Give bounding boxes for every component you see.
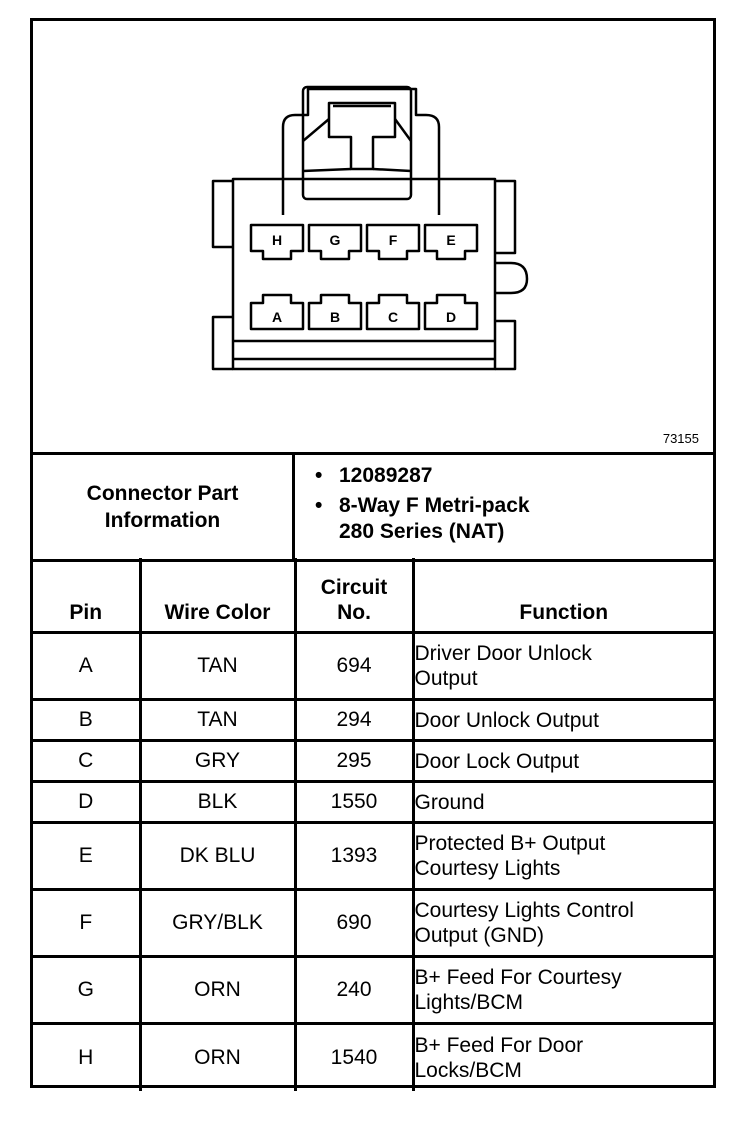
part-number: 12089287: [339, 464, 433, 487]
cavity-label-b: B: [330, 309, 340, 325]
cpi-label-line1: Connector Part: [86, 482, 239, 505]
cavity-label-c: C: [388, 309, 398, 325]
header-wire-color: Wire Color: [138, 558, 297, 634]
circuit-cell: 690: [293, 888, 415, 958]
right-ear: [495, 179, 517, 255]
circuit-cell: 295: [293, 739, 415, 783]
pin-cell: E: [33, 821, 142, 891]
connector-part-info-label: Connector Part Information: [33, 455, 295, 559]
function-line1: B+ Feed For Door: [414, 1033, 584, 1057]
wire-color-cell: ORN: [138, 1022, 297, 1091]
left-ear: [211, 179, 233, 249]
function-cell: Door Unlock Output: [411, 698, 713, 742]
connector-face-view: H G F E A B C D 73155: [33, 21, 713, 455]
pin-cell: F: [33, 888, 142, 958]
pin-cell: H: [33, 1022, 142, 1091]
connector-housing: [231, 177, 497, 371]
circuit-cell: 694: [293, 631, 415, 701]
function-line1: Courtesy Lights Control: [414, 899, 634, 922]
function-line2: Courtesy Lights: [414, 857, 561, 880]
connector-type-line1: 8-Way F Metri-pack: [339, 494, 530, 517]
header-pin: Pin: [33, 558, 142, 634]
cavity-label-d: D: [446, 309, 456, 325]
function-line1: Door Lock Output: [414, 749, 580, 773]
cavity-label-f: F: [389, 232, 398, 248]
pin-cell: C: [33, 739, 142, 783]
circuit-cell: 1393: [293, 821, 415, 891]
cavity-label-a: A: [272, 309, 282, 325]
wire-color-cell: TAN: [138, 631, 297, 701]
wire-color-cell: GRY: [138, 739, 297, 783]
cavity-label-g: G: [330, 232, 341, 248]
latch-window: [327, 101, 397, 171]
figure-number: 73155: [662, 431, 699, 446]
wire-color-cell: ORN: [138, 955, 297, 1025]
top-cavity-row: [249, 223, 479, 261]
left-ear-lower: [211, 315, 233, 371]
pin-cell: D: [33, 780, 142, 824]
function-line2: Lights/BCM: [414, 991, 524, 1014]
connector-drawing: H G F E A B C D: [211, 85, 529, 371]
function-line1: Driver Door Unlock: [414, 642, 592, 665]
circuit-cell: 294: [293, 698, 415, 742]
connector-part-info: Connector Part Information •12089287 •8-…: [33, 455, 713, 562]
function-line1: Protected B+ Output: [414, 832, 606, 855]
circuit-cell: 1550: [293, 780, 415, 824]
wire-color-cell: BLK: [138, 780, 297, 824]
bottom-cavity-row: [249, 293, 479, 331]
part-number-item: •12089287: [315, 464, 433, 487]
wire-color-cell: TAN: [138, 698, 297, 742]
function-line2: Output: [414, 667, 478, 690]
function-line1: Ground: [414, 790, 485, 814]
latch-tab: [281, 87, 441, 215]
function-line1: B+ Feed For Courtesy: [414, 966, 622, 989]
latch-body: [301, 85, 413, 201]
function-line1: Door Unlock Output: [414, 708, 599, 732]
pin-cell: A: [33, 631, 142, 701]
wire-color-cell: DK BLU: [138, 821, 297, 891]
function-cell: Ground: [411, 780, 713, 824]
connector-type-line2: 280 Series (NAT): [339, 520, 505, 543]
right-ear-lower: [495, 319, 517, 371]
circuit-cell: 240: [293, 955, 415, 1025]
cavity-label-e: E: [446, 232, 455, 248]
cavity-label-h: H: [272, 232, 282, 248]
cpi-label-line2: Information: [104, 509, 221, 532]
pin-cell: G: [33, 955, 142, 1025]
function-line2: Output (GND): [414, 924, 545, 947]
connector-sheet: H G F E A B C D 73155 Connector Part Inf…: [30, 18, 716, 1091]
circuit-cell: 1540: [293, 1022, 415, 1091]
header-function: Function: [411, 558, 713, 634]
function-line2: Locks/BCM: [414, 1058, 522, 1082]
wire-color-cell: GRY/BLK: [138, 888, 297, 958]
function-cell: Door Lock Output: [411, 739, 713, 783]
pin-cell: B: [33, 698, 142, 742]
polarization-key: [495, 261, 529, 295]
